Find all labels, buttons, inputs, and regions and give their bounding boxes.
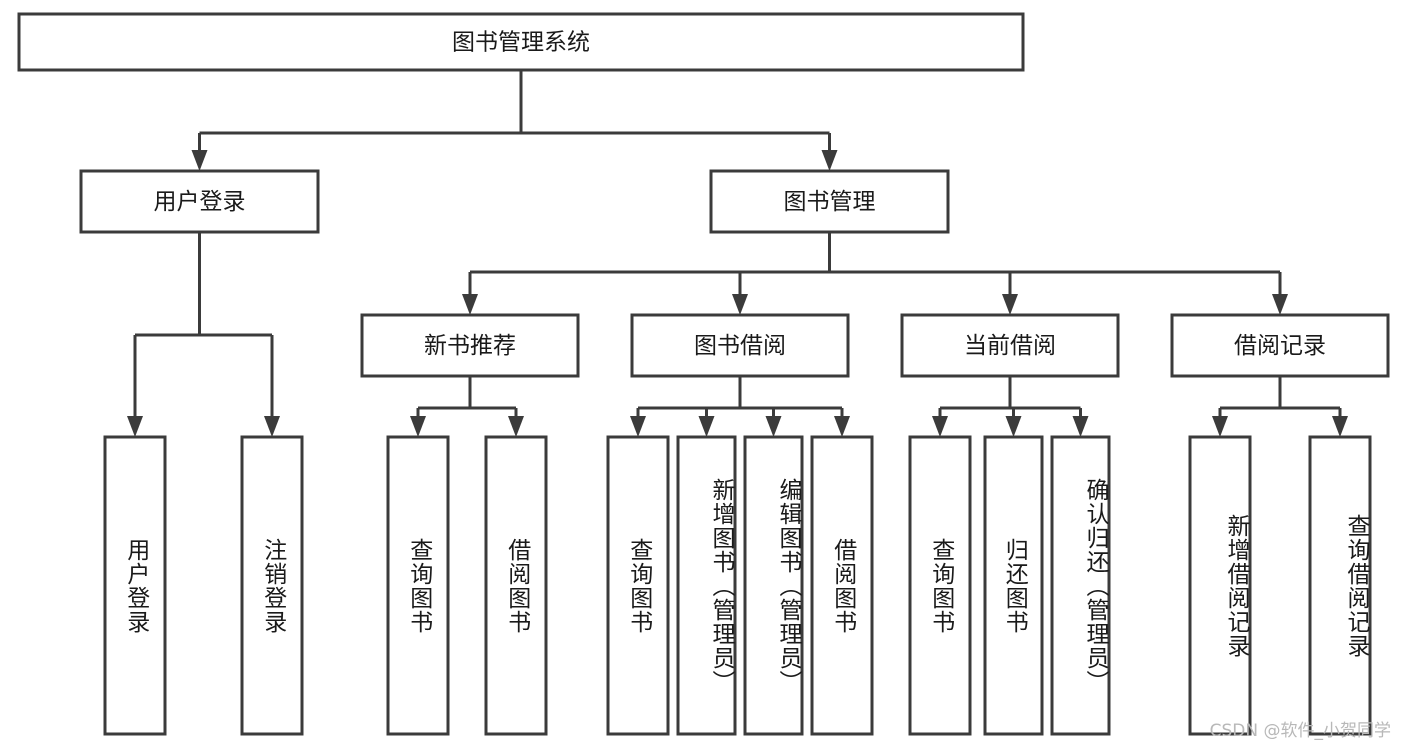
- arrow-head-icon: [630, 416, 646, 437]
- node-leaf-bb-query[interactable]: [606, 435, 670, 736]
- arrow-head-icon: [1005, 416, 1022, 437]
- node-borrow-record[interactable]: [1170, 313, 1390, 378]
- node-label: 图书借阅: [694, 333, 786, 359]
- arrow-head-icon: [732, 294, 748, 315]
- node-label: 图书管理: [784, 189, 876, 215]
- connector-layer: [127, 70, 1348, 437]
- node-leaf-bb-edit[interactable]: [743, 435, 804, 736]
- arrow-head-icon: [191, 150, 208, 171]
- arrow-head-icon: [462, 294, 478, 315]
- node-root[interactable]: [17, 12, 1025, 72]
- node-leaf-bb-add[interactable]: [676, 435, 737, 736]
- arrow-head-icon: [1212, 416, 1228, 437]
- node-label: 用户登录: [154, 189, 246, 215]
- arrow-head-icon: [410, 416, 426, 437]
- arrow-head-icon: [1332, 416, 1348, 437]
- node-label: 当前借阅: [964, 333, 1056, 359]
- watermark-text: CSDN @软件_小贺同学: [1209, 721, 1391, 741]
- node-label: 图书管理系统: [452, 30, 590, 56]
- node-leaf-cb-confirm[interactable]: [1050, 435, 1111, 736]
- node-leaf-bb-borrow[interactable]: [810, 435, 874, 736]
- arrow-head-icon: [1072, 416, 1089, 437]
- node-leaf-rec-borrow[interactable]: [484, 435, 548, 736]
- node-leaf-cb-return[interactable]: [983, 435, 1044, 736]
- arrow-head-icon: [127, 416, 143, 437]
- node-leaf-user-login[interactable]: [103, 435, 167, 736]
- arrow-head-icon: [821, 150, 838, 171]
- node-book-manage[interactable]: [709, 169, 950, 234]
- arrow-head-icon: [765, 416, 782, 437]
- arrow-head-icon: [1002, 294, 1018, 315]
- arrow-head-icon: [834, 416, 850, 437]
- node-book-borrow[interactable]: [630, 313, 850, 378]
- arrow-head-icon: [1272, 294, 1288, 315]
- node-leaf-br-query[interactable]: [1308, 435, 1372, 736]
- node-new-book-rec[interactable]: [360, 313, 580, 378]
- node-leaf-br-add[interactable]: [1188, 435, 1252, 736]
- node-user-login[interactable]: [79, 169, 320, 234]
- node-current-borrow[interactable]: [900, 313, 1120, 378]
- node-label: 借阅记录: [1234, 333, 1326, 359]
- arrow-head-icon: [264, 416, 280, 437]
- arrow-head-icon: [698, 416, 715, 437]
- node-leaf-rec-query[interactable]: [386, 435, 450, 736]
- arrow-head-icon: [932, 416, 948, 437]
- arrow-head-icon: [508, 416, 524, 437]
- node-label: 新书推荐: [424, 333, 516, 359]
- node-leaf-cb-query[interactable]: [908, 435, 972, 736]
- node-leaf-logout[interactable]: [240, 435, 304, 736]
